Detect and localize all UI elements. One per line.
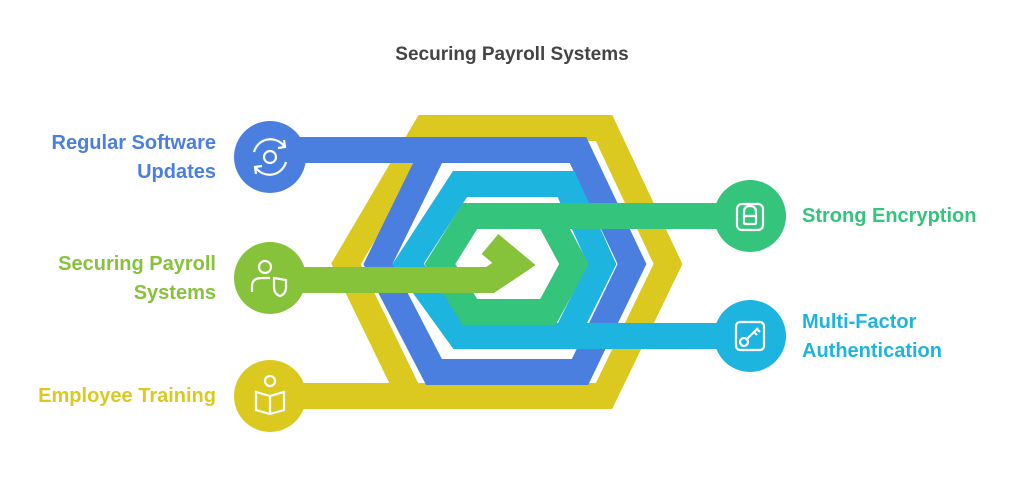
key-icon — [734, 320, 766, 352]
lock-icon — [735, 202, 765, 232]
label-securing-payroll: Securing Payroll Systems — [58, 253, 216, 304]
label-strong-encryption: Strong Encryption — [802, 205, 977, 227]
node-multi-factor — [714, 300, 786, 372]
label-multi-factor: Multi-Factor Authentication — [802, 311, 942, 362]
node-securing-payroll — [234, 242, 306, 314]
label-software-updates: Regular Software Updates — [51, 132, 216, 183]
reading-person-icon — [254, 374, 286, 416]
band-strong-encryption — [424, 203, 750, 325]
gear-refresh-icon — [252, 138, 288, 176]
band-securing-payroll — [270, 234, 536, 293]
user-shield-icon — [250, 259, 288, 298]
band-software-updates — [270, 137, 647, 385]
node-software-updates — [234, 121, 306, 193]
band-employee-training — [270, 115, 683, 409]
diagram-title: Securing Payroll Systems — [395, 44, 629, 65]
node-employee-training — [234, 360, 306, 432]
band-multi-factor — [392, 171, 750, 349]
node-strong-encryption — [714, 180, 786, 252]
label-employee-training: Employee Training — [38, 385, 216, 407]
